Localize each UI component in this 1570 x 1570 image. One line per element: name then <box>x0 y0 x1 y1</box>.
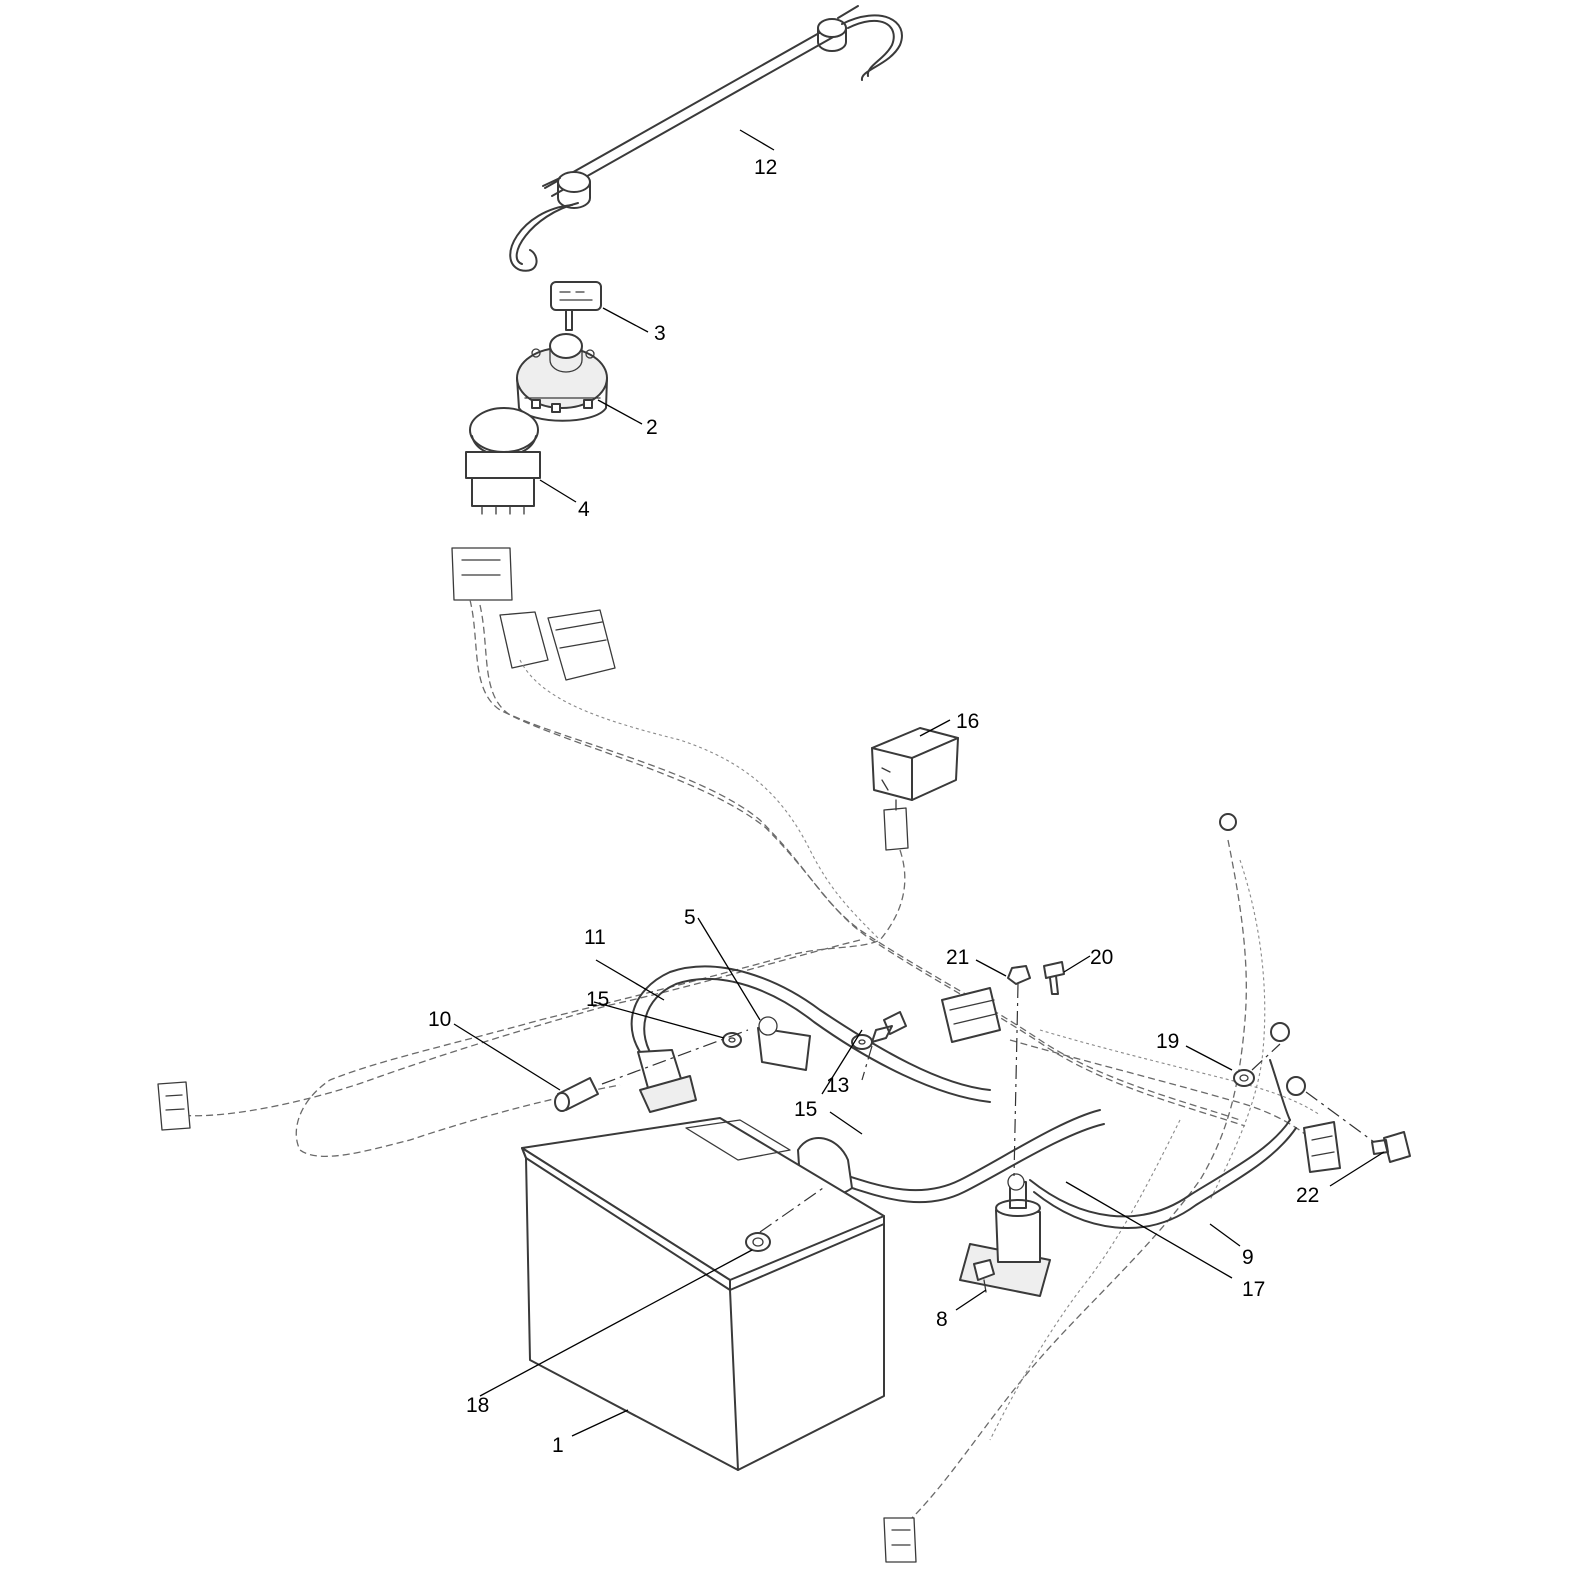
bolt-20 <box>1043 961 1065 995</box>
ignition-key <box>550 281 602 331</box>
callout-12: 12 <box>754 156 777 179</box>
callout-20: 20 <box>1090 946 1113 969</box>
harness-plug <box>554 1077 599 1112</box>
battery <box>521 1117 885 1471</box>
callout-19: 19 <box>1156 1030 1179 1053</box>
callout-10: 10 <box>428 1008 451 1031</box>
terminal-nut <box>745 1232 771 1252</box>
callout-15-lower: 15 <box>794 1098 817 1121</box>
callout-22: 22 <box>1296 1184 1319 1207</box>
bolt-22 <box>1371 1131 1411 1163</box>
leader-lines <box>453 129 1385 1437</box>
callout-4: 4 <box>578 498 590 521</box>
pto-switch <box>465 407 541 515</box>
solenoid-bolt <box>973 1259 995 1293</box>
bolt-13 <box>871 1011 907 1043</box>
callout-2: 2 <box>646 416 658 439</box>
harness-connector-right <box>1303 1121 1341 1173</box>
terminal-boot <box>757 1016 811 1071</box>
nut-21 <box>1007 965 1031 985</box>
callout-11: 11 <box>584 926 606 949</box>
harness-connector-bottom <box>883 1517 917 1563</box>
callout-3: 3 <box>654 322 666 345</box>
callout-5: 5 <box>684 906 696 929</box>
washer-upper <box>722 1032 742 1048</box>
harness-connectors-upper <box>451 547 616 681</box>
starter-solenoid <box>959 1173 1051 1297</box>
callout-9: 9 <box>1242 1246 1254 1269</box>
callout-18: 18 <box>466 1394 489 1417</box>
callout-13: 13 <box>826 1074 849 1097</box>
alignment-lines <box>601 983 1375 1233</box>
ring-terminals <box>1219 813 1306 1096</box>
hour-meter <box>871 727 959 851</box>
wiring-harness <box>179 599 1331 1521</box>
ignition-switch <box>516 333 608 422</box>
callout-1: 1 <box>552 1434 564 1457</box>
callout-8: 8 <box>936 1308 948 1331</box>
callout-17: 17 <box>1242 1278 1265 1301</box>
callout-21: 21 <box>946 946 969 969</box>
callout-15-upper: 15 <box>586 988 609 1011</box>
rod-with-hooks <box>509 5 903 272</box>
nut-19 <box>1233 1069 1255 1087</box>
battery-cable-positive <box>797 1109 1105 1204</box>
harness-connector-left <box>157 1081 191 1131</box>
solenoid-cable <box>1029 1059 1297 1230</box>
harness-connector-center <box>941 987 1001 1043</box>
callout-labels: 12 3 2 4 16 5 11 21 20 15 10 19 13 15 22… <box>428 156 1319 1457</box>
callout-16: 16 <box>956 710 979 733</box>
battery-cable-negative <box>630 965 991 1113</box>
